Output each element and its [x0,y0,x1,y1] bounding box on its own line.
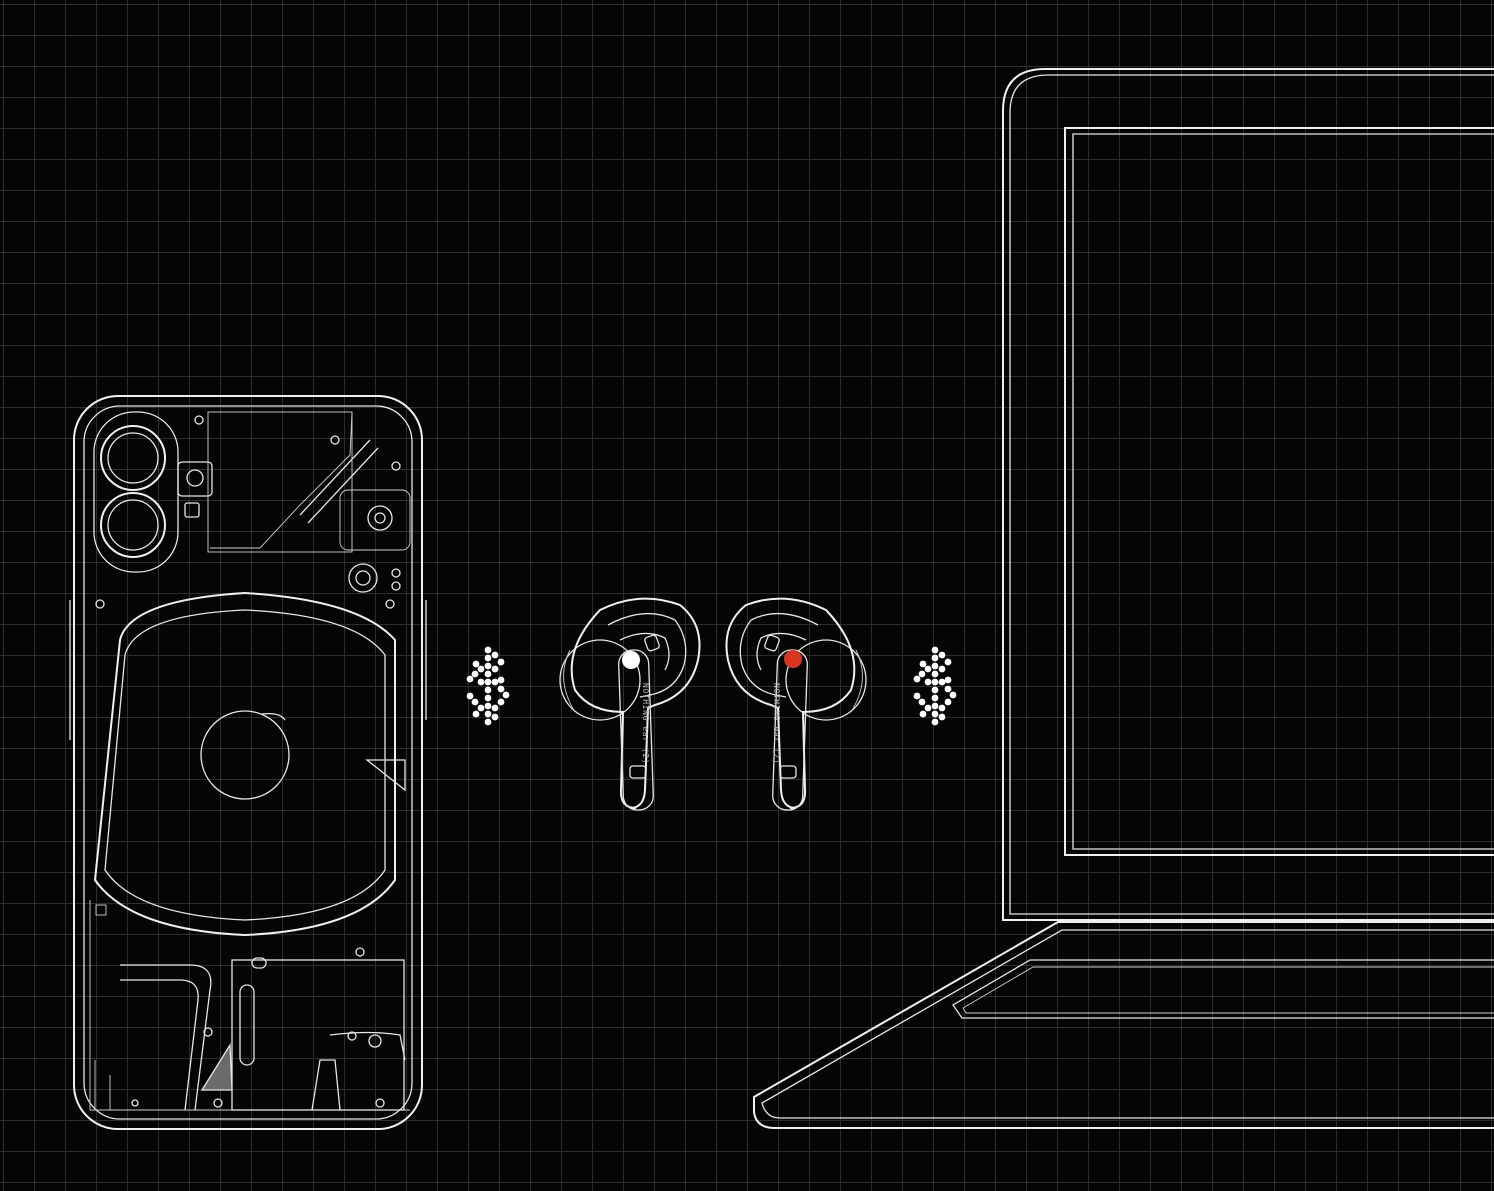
bluetooth-dot [931,662,939,670]
bluetooth-dot [484,654,492,662]
bluetooth-dot [484,678,492,686]
bluetooth-dot [924,665,932,673]
left-indicator-dot [622,651,640,669]
bluetooth-dot [491,665,499,673]
bluetooth-dot [938,678,946,686]
bluetooth-dot-icon [913,646,957,726]
bluetooth-dot [491,713,499,721]
bluetooth-dot [484,694,492,702]
bluetooth-dot [497,685,505,693]
bluetooth-dot [471,670,479,678]
bluetooth-dot [938,665,946,673]
bluetooth-dot [497,698,505,706]
bluetooth-dot [913,675,921,683]
bluetooth-dot [472,710,480,718]
bluetooth-dot [484,646,492,654]
bluetooth-dot [931,694,939,702]
bluetooth-dot [466,675,474,683]
bluetooth-dot [944,698,952,706]
earbud-left: NOTHING ear (2) [559,597,701,811]
earbud-right: NOTHING ear (2) [725,597,867,811]
bluetooth-dot [938,713,946,721]
bluetooth-dot [931,678,939,686]
bluetooth-dot [919,660,927,668]
bluetooth-dot [919,710,927,718]
bluetooth-dot [931,654,939,662]
bluetooth-dot [491,704,499,712]
bluetooth-dot [484,702,492,710]
bluetooth-dot [477,704,485,712]
bluetooth-dot [472,660,480,668]
bluetooth-dot [466,692,474,700]
bluetooth-dot [931,702,939,710]
right-bud-label: NOTHING ear (2) [772,683,781,764]
bluetooth-dot [484,718,492,726]
bluetooth-dot [491,651,499,659]
bluetooth-dot-icon [466,646,510,726]
bluetooth-dot [497,676,505,684]
bluetooth-dot [944,658,952,666]
bluetooth-dot [924,678,932,686]
bluetooth-dot [931,686,939,694]
right-indicator-dot [784,650,802,668]
bluetooth-dot [918,698,926,706]
bluetooth-dot [491,678,499,686]
bluetooth-dot [931,710,939,718]
bluetooth-dot [477,665,485,673]
bluetooth-dot [918,670,926,678]
bluetooth-dot [931,718,939,726]
bluetooth-dot [944,685,952,693]
bluetooth-dot [938,651,946,659]
bluetooth-dot [938,704,946,712]
bluetooth-dot [944,676,952,684]
bluetooth-dot [484,662,492,670]
laptop-outline [753,68,1494,1129]
bluetooth-dot [924,704,932,712]
bluetooth-dot [913,692,921,700]
bluetooth-dot [484,670,492,678]
bluetooth-dot [471,698,479,706]
phone-outline [69,395,427,1130]
bluetooth-dot [931,670,939,678]
bluetooth-dot [502,691,510,699]
bluetooth-dot [931,646,939,654]
bluetooth-dot [949,691,957,699]
bluetooth-dot [484,686,492,694]
bluetooth-dot [484,710,492,718]
bluetooth-dot [477,678,485,686]
left-bud-label: NOTHING ear (2) [641,683,650,764]
bluetooth-dot [497,658,505,666]
